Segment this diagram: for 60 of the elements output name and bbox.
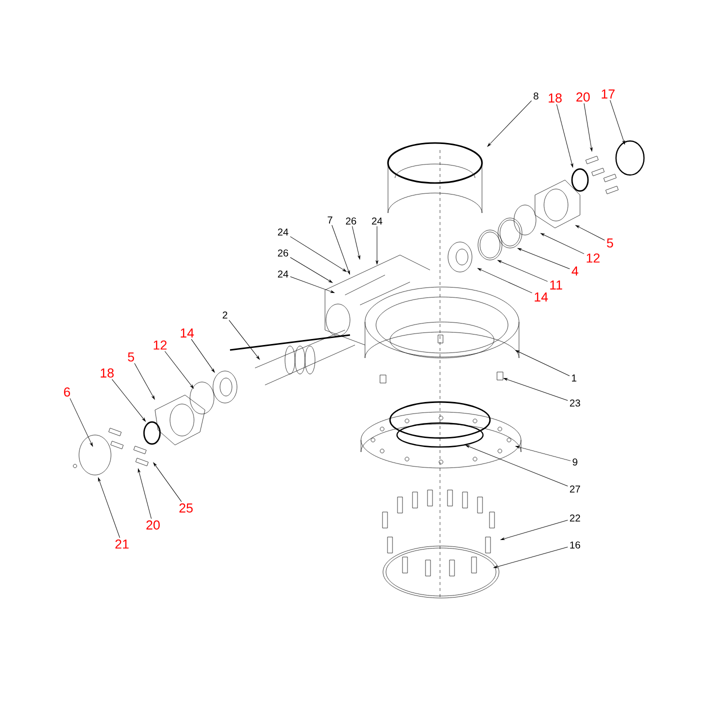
callout-number: 18	[548, 93, 562, 103]
callout-number: 21	[115, 539, 129, 549]
leader-line	[500, 520, 568, 540]
leader-line	[540, 233, 584, 254]
leader-line	[164, 351, 194, 389]
callout-number: 12	[154, 340, 167, 350]
callout-number: 26	[346, 217, 356, 225]
callout-number: 9	[572, 458, 578, 466]
callout-number: 25	[179, 503, 193, 513]
callout-number: 8	[534, 92, 538, 100]
callout-number: 27	[570, 486, 580, 492]
leader-line	[556, 104, 574, 168]
leader-line	[466, 445, 568, 486]
leader-line	[376, 226, 378, 264]
leader-line	[516, 446, 571, 462]
callout-number: 20	[146, 520, 160, 530]
leader-line	[516, 350, 570, 376]
leader-line	[153, 462, 182, 502]
leader-line	[487, 100, 532, 147]
callout-number: 23	[570, 399, 580, 407]
leader-line	[290, 276, 334, 293]
leader-line	[504, 378, 568, 401]
leader-line	[332, 224, 350, 274]
callout-number: 26	[278, 249, 288, 257]
leader-line	[290, 257, 332, 283]
leader-line	[352, 226, 360, 260]
callout-number: 7	[328, 216, 332, 224]
callout-number: 20	[576, 92, 590, 102]
leader-line	[138, 468, 152, 519]
leader-line	[228, 320, 260, 360]
callout-number: 17	[602, 90, 615, 98]
callout-number: 16	[570, 541, 580, 549]
leader-line	[134, 363, 155, 400]
callout-number: 1	[572, 374, 576, 382]
callout-number: 24	[372, 218, 382, 224]
callout-number: 22	[570, 514, 580, 522]
leader-line	[576, 225, 605, 241]
callout-number: 2	[222, 312, 228, 318]
leader-line	[498, 260, 548, 282]
leader-line	[112, 379, 146, 422]
leader-line	[610, 100, 625, 144]
leader-line	[290, 236, 347, 272]
callout-number: 5	[128, 352, 134, 362]
callout-number: 6	[64, 387, 70, 397]
leader-line	[478, 268, 532, 294]
callout-number: 12	[586, 253, 600, 263]
leader-line	[494, 546, 568, 568]
callout-number: 14	[180, 328, 194, 338]
callout-number: 4	[572, 266, 578, 276]
callout-number: 18	[100, 368, 114, 378]
leader-line	[518, 248, 570, 270]
leader-line	[191, 338, 215, 373]
leader-line	[70, 398, 93, 446]
callout-number: 24	[278, 270, 288, 278]
callout-number: 5	[606, 238, 614, 248]
callout-number: 14	[534, 292, 548, 302]
leader-line	[98, 478, 120, 538]
callout-number: 11	[550, 280, 562, 290]
leader-line	[584, 103, 593, 152]
callout-number: 24	[278, 228, 288, 236]
